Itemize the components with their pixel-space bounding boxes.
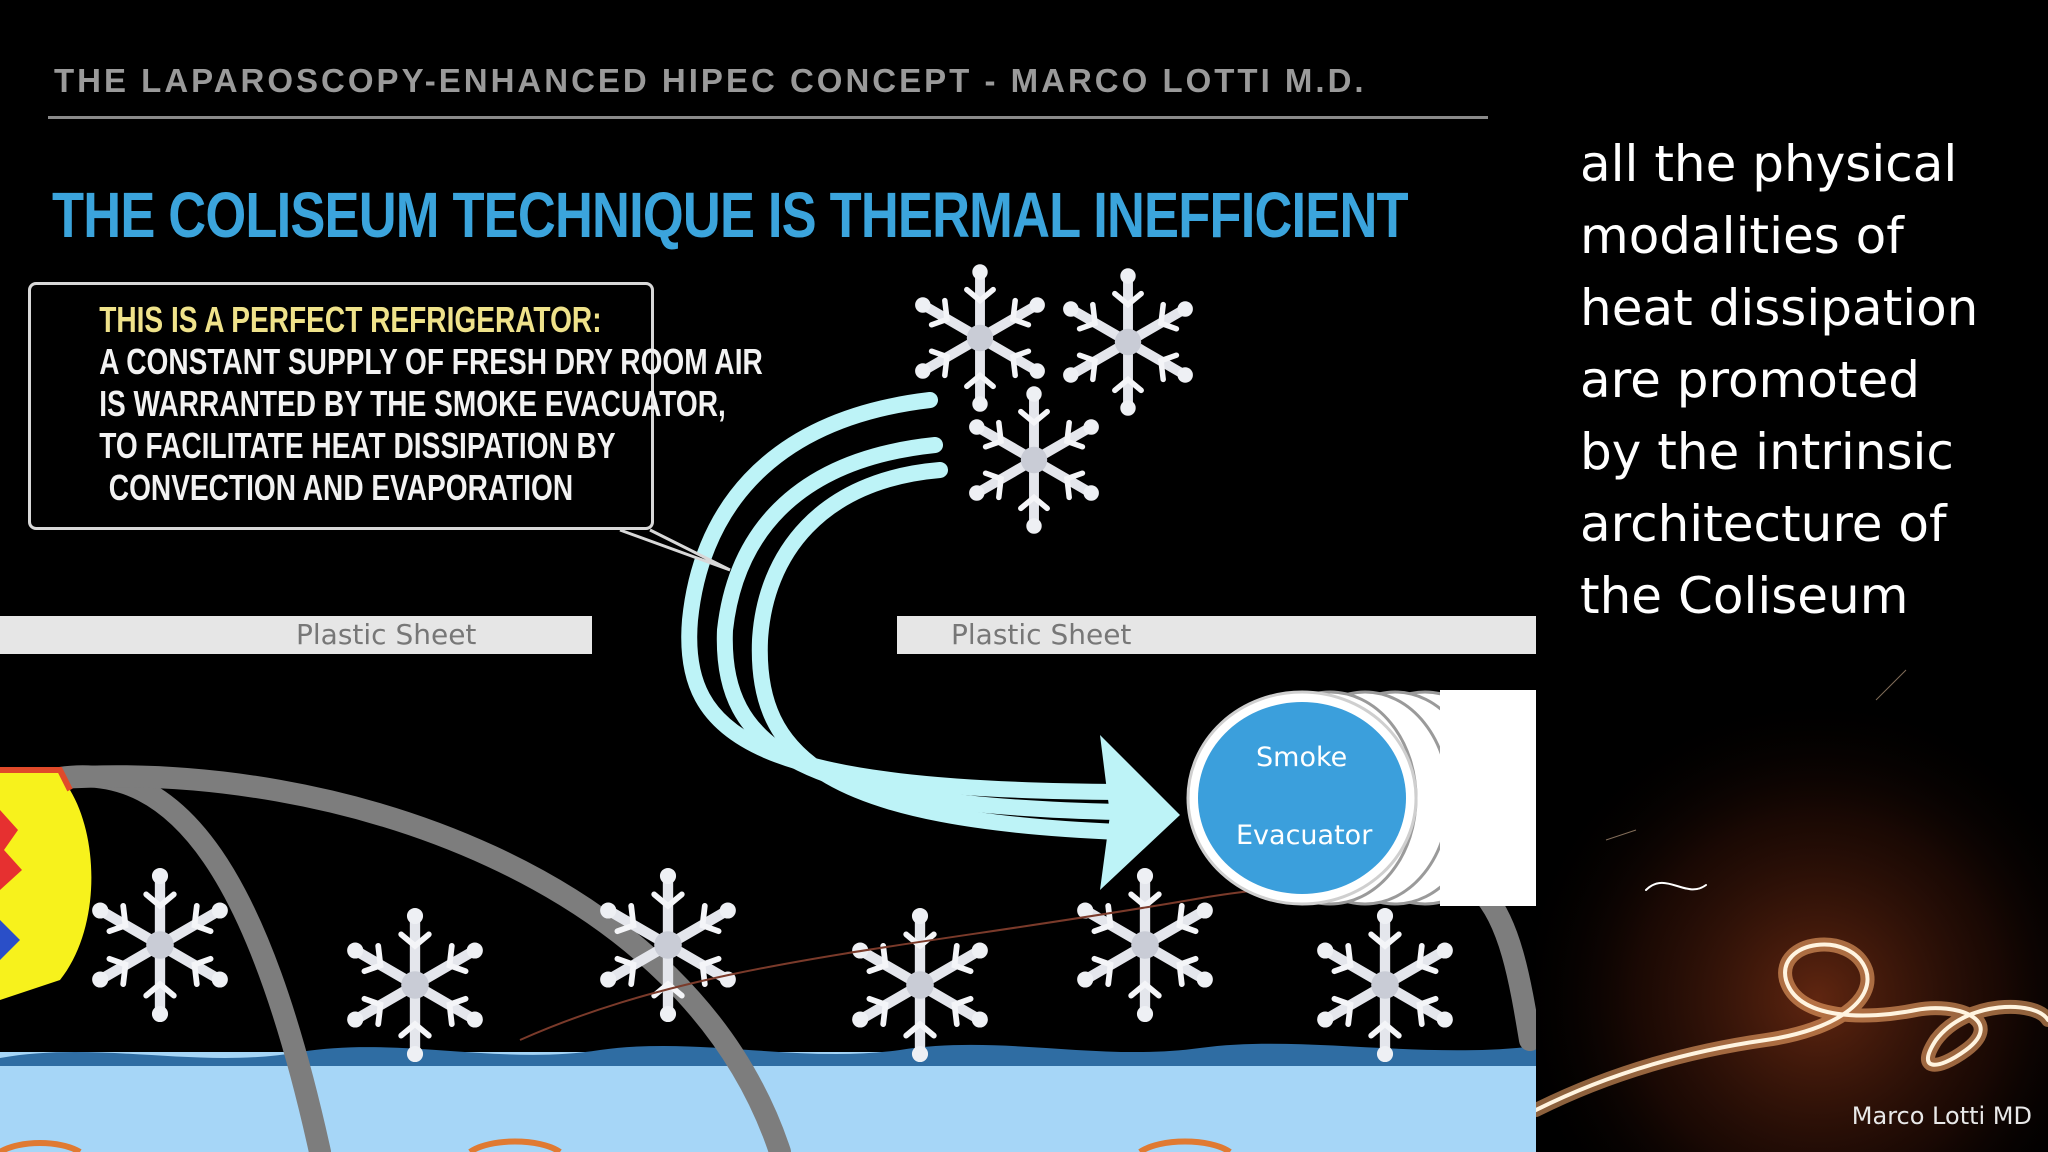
snowflake-icon xyxy=(969,386,1099,533)
caption-line: all the physical xyxy=(1580,135,1958,193)
light-trail-video xyxy=(1536,640,2048,1152)
plastic-sheet-left: Plastic Sheet xyxy=(0,616,592,654)
caption-line: by the intrinsic xyxy=(1580,423,1954,481)
fluid-surface-wave xyxy=(0,1043,1536,1066)
snowflake-icon xyxy=(915,264,1045,411)
callout-box: THIS IS A PERFECT REFRIGERATOR: A CONSTA… xyxy=(28,282,763,530)
snowflake-icon xyxy=(1077,868,1213,1022)
callout-line: TO FACILITATE HEAT DISSIPATION BY xyxy=(99,425,616,466)
plastic-sheet-label: Plastic Sheet xyxy=(951,618,1132,651)
airflow-arrow-icon xyxy=(681,392,1128,840)
header-divider xyxy=(48,116,1488,119)
callout-line: IS WARRANTED BY THE SMOKE EVACUATOR, xyxy=(99,383,726,424)
coliseum-diagram xyxy=(0,0,1536,1152)
smoke-evacuator-icon xyxy=(1186,690,1536,906)
caption-line: heat dissipation xyxy=(1580,279,1979,337)
plastic-sheet-label: Plastic Sheet xyxy=(296,618,477,651)
evacuator-label-line2: Evacuator xyxy=(1236,820,1373,851)
snowflake-icon xyxy=(1317,908,1453,1062)
plastic-sheet-right: Plastic Sheet xyxy=(897,616,1536,654)
snowflake-icon xyxy=(92,868,228,1022)
callout-heading: THIS IS A PERFECT REFRIGERATOR: xyxy=(99,299,602,340)
caption-line: are promoted xyxy=(1580,351,1920,409)
caption-line: the Coliseum xyxy=(1580,567,1909,625)
side-caption: all the physical modalities of heat diss… xyxy=(1580,128,2020,632)
heater-unit xyxy=(0,770,92,1000)
caption-line: architecture of xyxy=(1580,495,1947,553)
slide: THE LAPAROSCOPY-ENHANCED HIPEC CONCEPT -… xyxy=(0,0,1536,1152)
author-credit: Marco Lotti MD xyxy=(1851,1102,2032,1130)
slide-title: THE COLISEUM TECHNIQUE IS THERMAL INEFFI… xyxy=(52,179,1409,251)
slide-header: THE LAPAROSCOPY-ENHANCED HIPEC CONCEPT -… xyxy=(54,62,1367,99)
caption-line: modalities of xyxy=(1580,207,1904,265)
callout-line: CONVECTION AND EVAPORATION xyxy=(108,467,574,508)
callout-line: A CONSTANT SUPPLY OF FRESH DRY ROOM AIR xyxy=(99,341,763,382)
evacuator-label-line1: Smoke xyxy=(1256,742,1348,773)
snowflake-icon xyxy=(852,908,988,1062)
snowflake-icon xyxy=(1063,268,1193,415)
snowflake-icon xyxy=(347,908,483,1062)
